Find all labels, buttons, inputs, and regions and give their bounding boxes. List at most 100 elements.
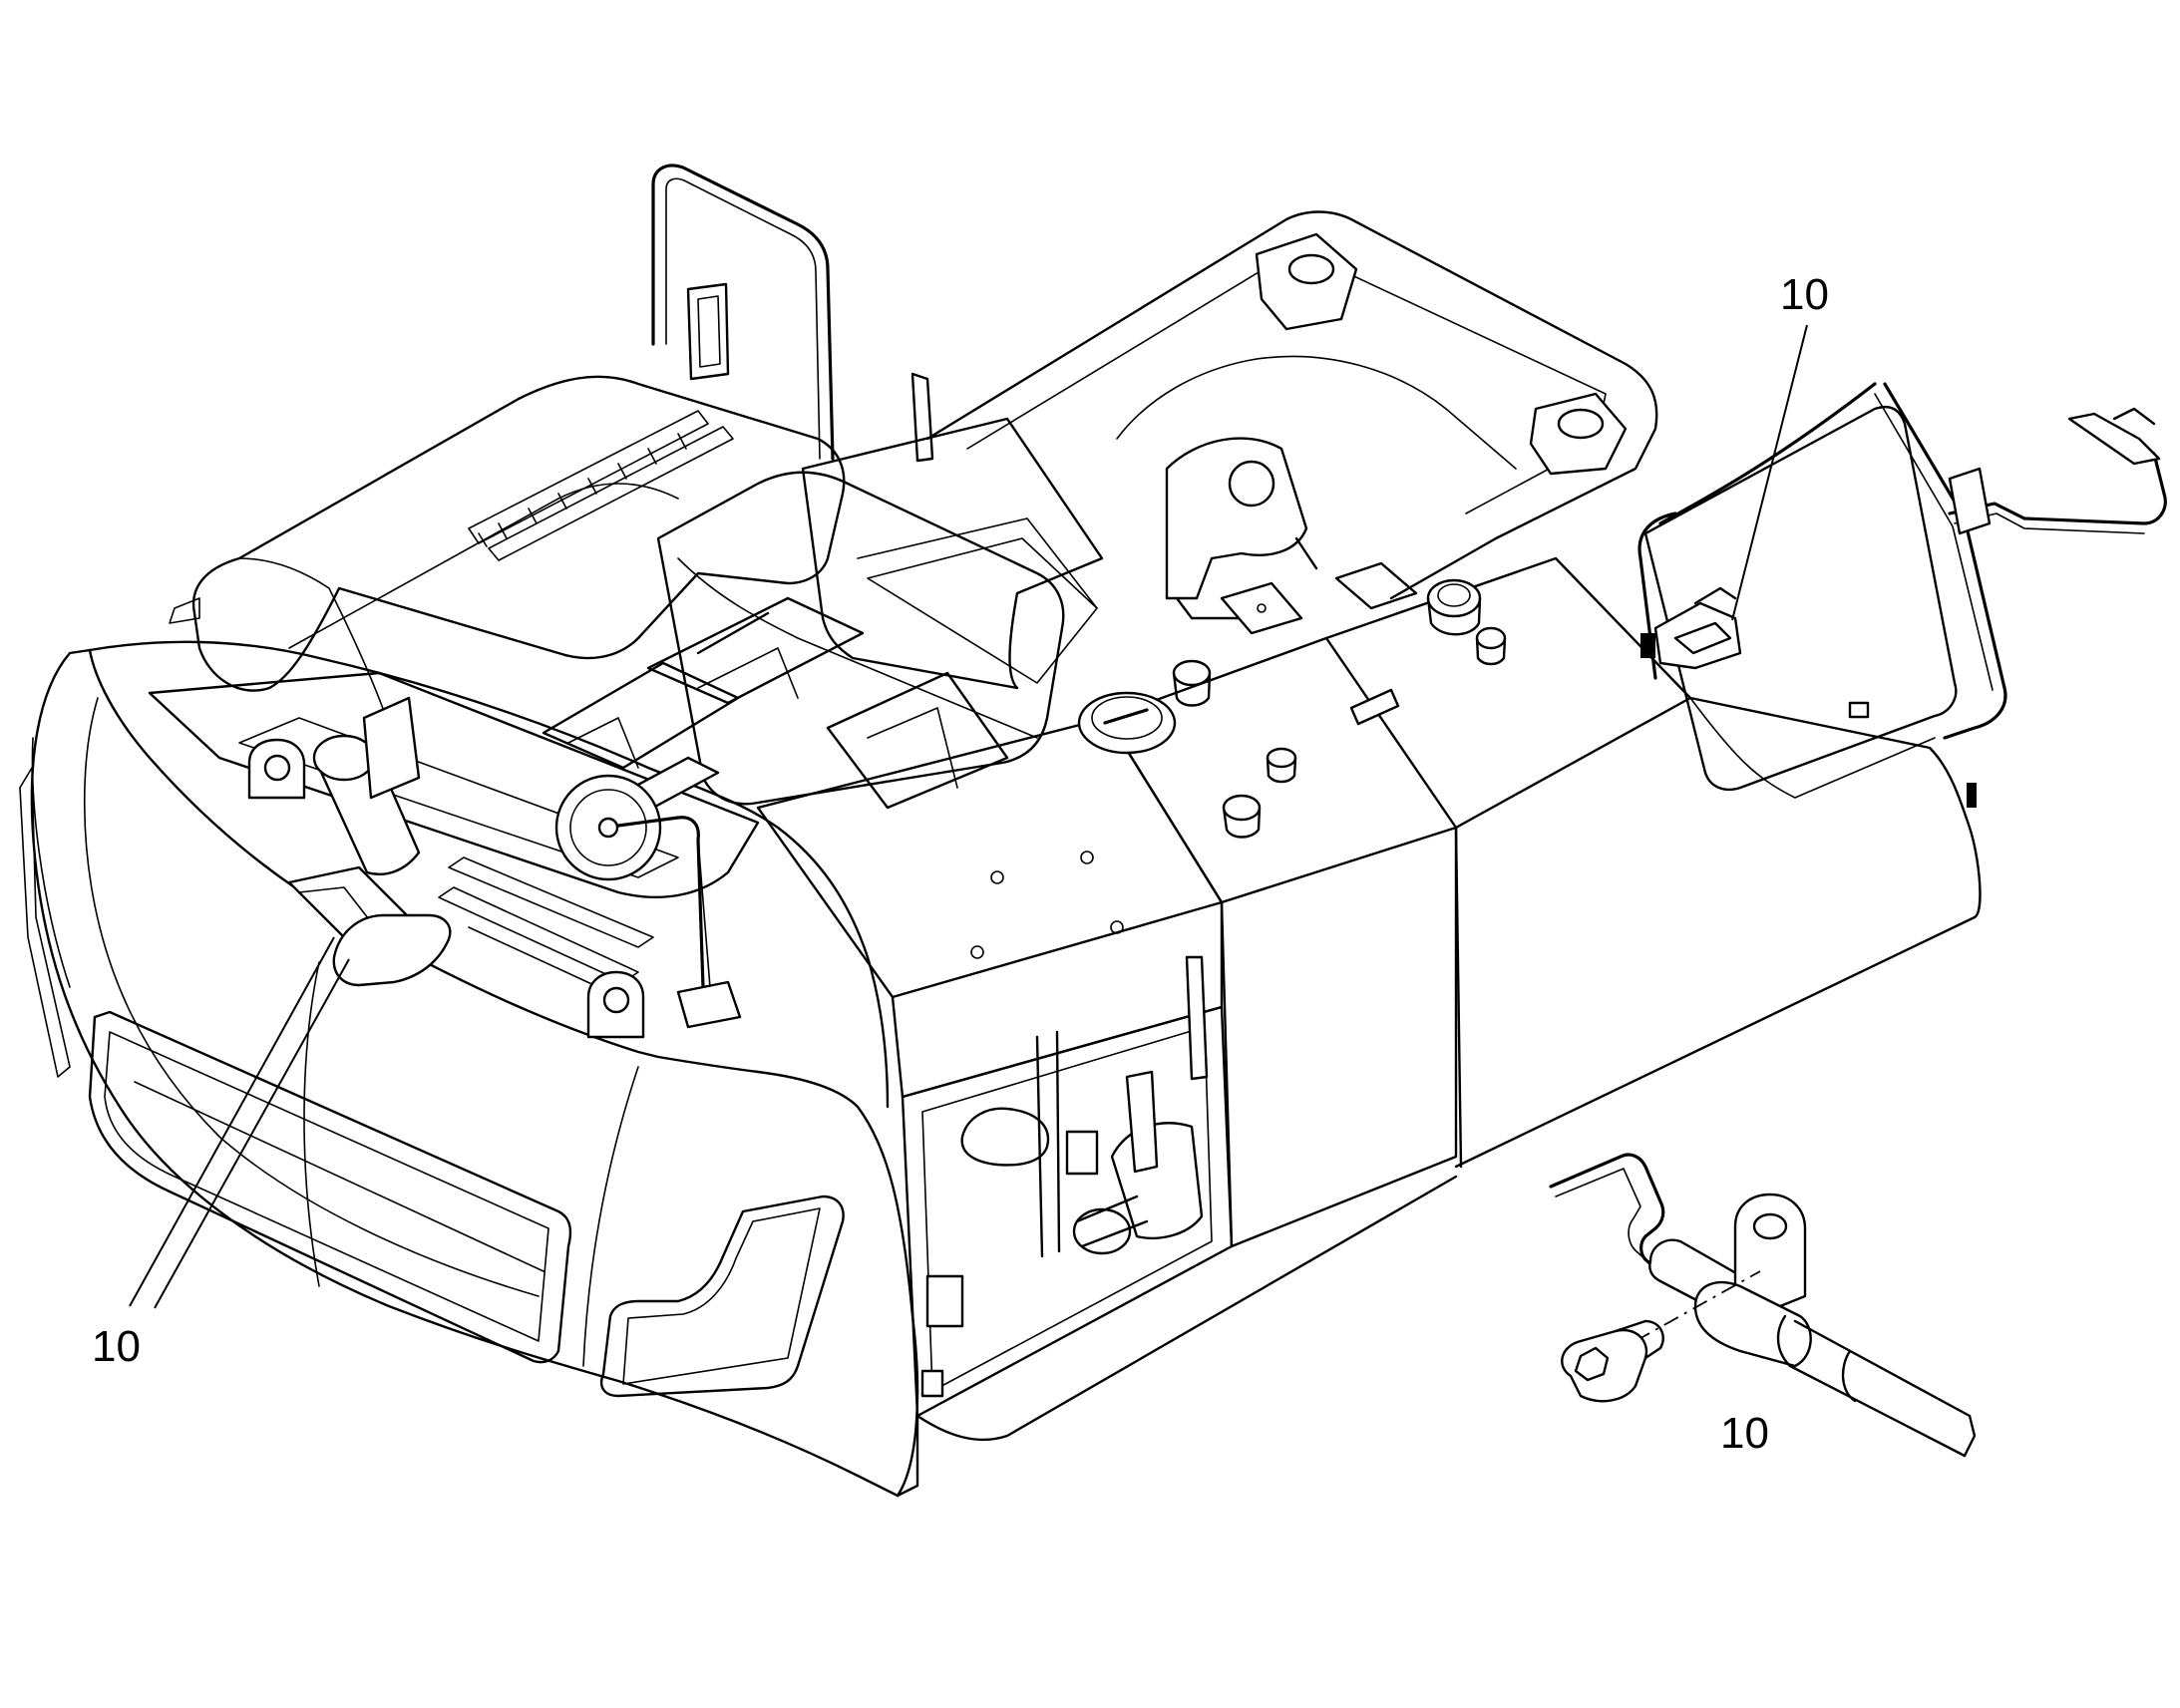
mounting-plate — [1220, 581, 1303, 635]
tail-light-right — [599, 1195, 845, 1398]
bent-pin-rod-inner — [1555, 1168, 1656, 1269]
lower-body-edge — [915, 1175, 1458, 1442]
lever-handle — [1125, 1070, 1159, 1174]
rear-grille-outer — [88, 1010, 572, 1364]
assembly-axis — [1635, 1270, 1761, 1342]
right-side-door — [1643, 405, 1958, 792]
mirror-arm — [1948, 452, 2167, 525]
pin-cable-end — [1841, 1349, 1857, 1403]
engine-internal-1 — [567, 717, 639, 769]
tank-cap-2 — [1266, 747, 1297, 784]
engine-opening-2 — [646, 596, 865, 705]
fuel-tank-front — [1220, 826, 1458, 1248]
pulley-wheel — [554, 774, 662, 881]
pulley-base — [676, 980, 742, 1029]
engine-internal-3 — [867, 707, 958, 789]
side-slot — [19, 767, 71, 1078]
door-hinge-lower — [1967, 783, 1977, 808]
engine-hood-ridge-2 — [288, 483, 679, 649]
callout-label-bottom-right: 10 — [1720, 1409, 1769, 1458]
cab-window-inner — [697, 295, 721, 368]
tank-bracket-2 — [1349, 688, 1400, 726]
tank-bracket — [1334, 561, 1418, 610]
bent-pin-rod — [1549, 1153, 1667, 1278]
leader-line-hood-latch — [129, 936, 335, 1307]
bolt-hole — [1080, 851, 1094, 864]
engine-opening-1 — [542, 661, 740, 770]
mid-cover — [756, 716, 1224, 999]
pulley-arm-2 — [697, 839, 711, 988]
rear-grille-divider — [134, 1081, 545, 1272]
floor-panel — [801, 417, 1104, 690]
engine-opening-4 — [826, 671, 1009, 810]
engine-opening-3 — [696, 611, 770, 655]
side-panel-seam-left — [31, 737, 71, 988]
deck-mount-left — [247, 738, 306, 800]
hydraulic-breather — [1475, 626, 1507, 666]
pin-cable-cut — [1963, 1414, 1977, 1458]
side-vent — [169, 597, 200, 624]
cab-window-frame — [686, 282, 730, 381]
deck-plate — [148, 671, 760, 898]
boom-bracket — [1165, 437, 1308, 600]
pin-cable — [1788, 1319, 1972, 1458]
right-door-handrail — [1637, 382, 2007, 740]
deck-mount-right-hole — [602, 986, 630, 1014]
right-door-handrail-inner — [1874, 393, 1994, 691]
deck-rail-1 — [448, 856, 654, 948]
bolt-hole — [990, 870, 1004, 884]
pump-bracket — [960, 1107, 1050, 1167]
pulley-wheel-hub — [597, 817, 619, 839]
upper-frame-floor — [1116, 355, 1517, 470]
filter-pipe — [1075, 1195, 1149, 1248]
deck-mount-right — [586, 970, 645, 1039]
handrail-left — [651, 164, 835, 461]
valve-block — [1065, 1130, 1099, 1176]
leader-line-hood-latch-2 — [154, 958, 350, 1309]
bolt-hole — [1257, 603, 1267, 613]
callout-label-top-right: 10 — [1780, 270, 1829, 319]
hood-hinge — [362, 696, 421, 800]
upper-frame — [925, 210, 1658, 600]
hydraulic-tank-right-edge — [1689, 697, 1936, 799]
deck-rail-3 — [468, 926, 599, 988]
center-hood-top — [677, 557, 1038, 739]
machine-body — [19, 164, 2167, 1498]
fuel-tank-top — [1105, 636, 1458, 904]
deck-plate-inner — [238, 717, 679, 878]
mirror-head — [2067, 412, 2161, 466]
socket-head-screw — [1561, 1319, 1664, 1403]
handrail-left-inner — [665, 177, 821, 460]
counterweight-inner-line — [83, 697, 540, 1297]
front-hood-latch — [332, 913, 452, 987]
leader-line-fuel-cap — [1731, 324, 1808, 621]
hydraulic-cap — [1426, 578, 1482, 636]
tail-light-right-inner — [622, 1207, 821, 1385]
counterweight-seam-2 — [582, 1066, 639, 1367]
bolt-hole — [970, 945, 984, 959]
hood-louvers — [468, 410, 734, 561]
mirror-head-2 — [2112, 407, 2156, 426]
fuel-tank-seam — [1454, 826, 1463, 1169]
counterweight-top-edge — [88, 640, 890, 1109]
rear-grille-inner — [104, 1031, 549, 1342]
frame-bottom-rail — [896, 1414, 919, 1498]
divider-plate — [910, 372, 934, 463]
filter-port — [1072, 1207, 1132, 1255]
radiator-cap — [1172, 659, 1212, 707]
pin-bracket-hole — [1752, 1212, 1788, 1240]
bolt-hole — [1110, 920, 1124, 934]
pin-bracket — [1733, 1193, 1807, 1318]
engine-hood — [191, 375, 846, 692]
pulley-wheel-inner — [569, 789, 647, 866]
dipstick — [1185, 955, 1209, 1081]
pin-sleeve-ring — [1776, 1314, 1792, 1368]
engine-internal-2 — [697, 647, 799, 699]
door-latch-hardware — [1640, 586, 1742, 670]
floor-panel-bevel — [857, 517, 1098, 609]
hydraulic-tank-right — [1454, 696, 1982, 1169]
bottom-tab — [920, 1369, 944, 1398]
deck-rail-2 — [438, 886, 639, 983]
center-hood — [656, 471, 1065, 806]
